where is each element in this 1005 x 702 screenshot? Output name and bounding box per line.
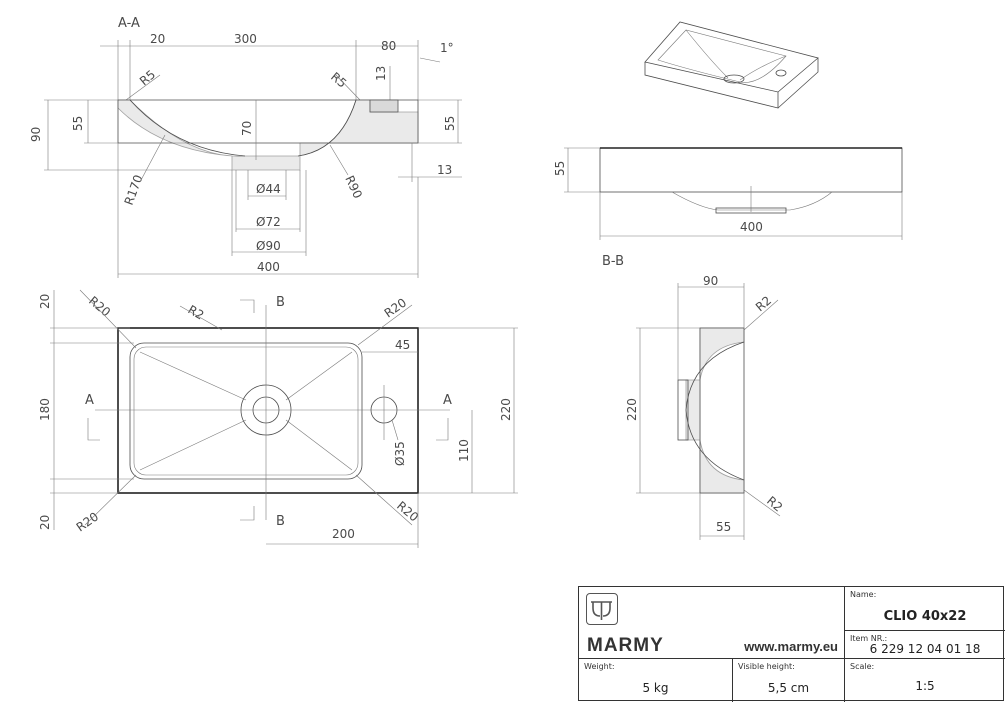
dim-top-220: 220 [499, 398, 513, 421]
weight-value: 5 kg [642, 681, 669, 695]
section-mark-b-bottom: B [276, 514, 285, 529]
dim-bb-r2a: R2 [753, 293, 774, 314]
dim-top-20b: 20 [38, 515, 52, 530]
section-mark-b-top: B [276, 295, 285, 310]
dim-aa-r5a: R5 [137, 67, 158, 88]
dim-top-d35: Ø35 [393, 441, 407, 466]
dim-aa-90: 90 [29, 127, 43, 142]
weight-cell: Weight: 5 kg [579, 659, 733, 702]
item-label: Item NR.: [850, 634, 888, 643]
height-cell: Visible height: 5,5 cm [733, 659, 845, 702]
dim-aa-d72: Ø72 [256, 215, 281, 229]
scale-label: Scale: [850, 662, 875, 671]
dim-aa-13a: 13 [374, 66, 388, 81]
section-bb-label: B-B [602, 254, 624, 269]
dim-aa-55b: 55 [443, 116, 457, 131]
dim-top-45: 45 [395, 338, 410, 352]
dim-aa-55a: 55 [71, 116, 85, 131]
dim-top-r20b: R20 [382, 295, 409, 320]
name-value: CLIO 40x22 [883, 609, 967, 624]
brand-cell: MARMY www.marmy.eu [579, 587, 845, 659]
title-block: MARMY www.marmy.eu Name: CLIO 40x22 Item… [578, 586, 1005, 702]
dim-aa-angle: 1° [440, 41, 454, 55]
dim-aa-d44: Ø44 [256, 182, 281, 196]
dim-top-r20d: R20 [394, 499, 421, 525]
dim-front-55: 55 [553, 161, 567, 176]
dim-aa-r90: R90 [342, 173, 365, 200]
item-value: 6 229 12 04 01 18 [869, 642, 981, 656]
dim-aa-70: 70 [240, 121, 254, 136]
dim-top-200: 200 [332, 527, 355, 541]
section-mark-a-left: A [85, 393, 94, 408]
weight-label: Weight: [584, 662, 615, 671]
dim-bb-220: 220 [625, 398, 639, 421]
top-view: A A B B R20 R2 R20 R20 R20 45 Ø35 20 180… [38, 289, 518, 548]
height-label: Visible height: [738, 662, 795, 671]
name-cell: Name: CLIO 40x22 [845, 587, 1005, 631]
scale-value: 1:5 [915, 679, 935, 693]
section-bb-view: B-B 90 R2 R2 220 55 [602, 254, 785, 540]
front-view: 55 400 [553, 147, 903, 240]
dim-aa-400: 400 [257, 260, 280, 274]
section-aa-label: A-A [118, 16, 140, 31]
dim-top-110: 110 [457, 439, 471, 462]
section-aa-view: A-A 20 300 80 1° 13 R5 R5 90 55 70 [29, 16, 462, 278]
item-cell: Item NR.: 6 229 12 04 01 18 [845, 631, 1005, 659]
section-mark-a-right: A [443, 393, 452, 408]
isometric-view [644, 21, 819, 109]
dim-bb-r2b: R2 [764, 494, 785, 515]
dim-top-r2: R2 [186, 302, 207, 322]
name-label: Name: [850, 590, 877, 599]
brand-name: MARMY [587, 635, 664, 656]
marmy-logo-icon [586, 593, 618, 625]
height-value: 5,5 cm [767, 681, 810, 695]
dim-top-20a: 20 [38, 294, 52, 309]
dim-bb-55: 55 [716, 520, 731, 534]
dim-aa-20: 20 [150, 32, 165, 46]
dim-aa-300: 300 [234, 32, 257, 46]
dim-bb-90: 90 [703, 274, 718, 288]
dim-aa-d90: Ø90 [256, 239, 281, 253]
dim-aa-80: 80 [381, 39, 396, 53]
dim-aa-r5b: R5 [328, 70, 349, 91]
dim-aa-13b: 13 [437, 163, 452, 177]
dim-top-180: 180 [38, 398, 52, 421]
dim-top-r20a: R20 [86, 294, 113, 320]
scale-cell: Scale: 1:5 [845, 659, 1005, 702]
website-link[interactable]: www.marmy.eu [744, 639, 838, 654]
dim-front-400: 400 [740, 220, 763, 234]
